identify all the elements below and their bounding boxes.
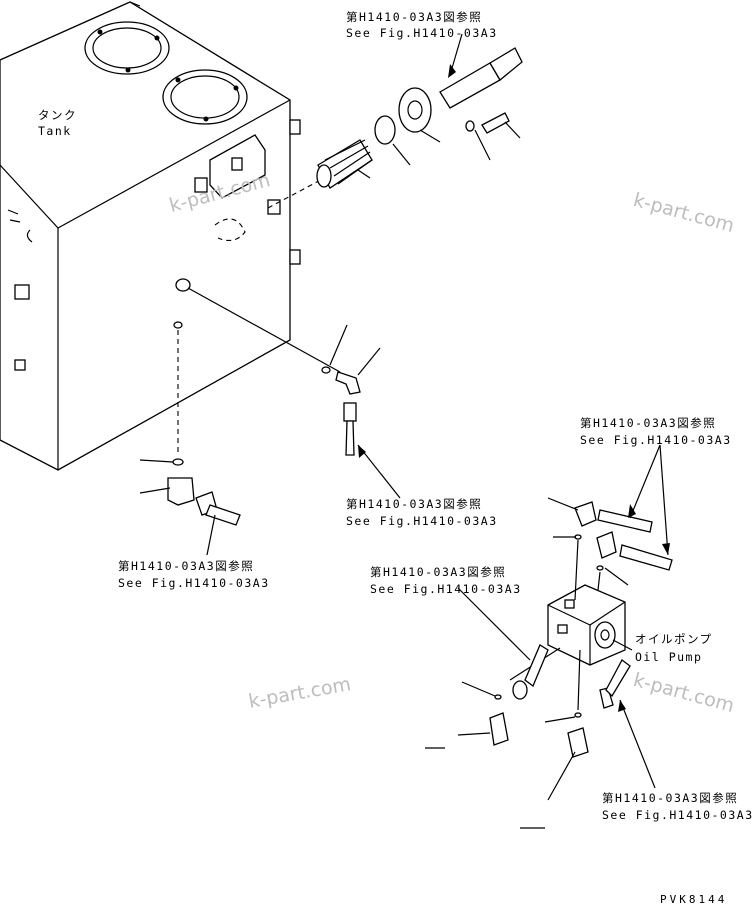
ref-label-jp-top: 第H1410-03A3図参照 <box>346 10 483 24</box>
ref-label-jp-right: 第H1410-03A3図参照 <box>580 416 717 430</box>
tank-top-flange-1 <box>84 21 170 75</box>
leader-lines <box>139 33 670 829</box>
drawing-code: PVK8144 <box>660 893 728 906</box>
ref-label-jp-bottom: 第H1410-03A3図参照 <box>602 791 739 805</box>
drain-fitting <box>167 321 241 526</box>
ref-label-en-right: See Fig.H1410-03A3 <box>580 433 732 447</box>
ref-label-jp-lower: 第H1410-03A3図参照 <box>370 565 507 579</box>
suction-elbow <box>187 287 361 456</box>
tank-top-flange-2 <box>162 69 248 125</box>
ref-label-en-bottom: See Fig.H1410-03A3 <box>602 808 754 822</box>
pump-label-en: Oil Pump <box>635 650 703 664</box>
tank <box>0 1 301 471</box>
ref-label-en-lower: See Fig.H1410-03A3 <box>370 582 522 596</box>
ref-label-en-top: See Fig.H1410-03A3 <box>346 26 498 40</box>
tank-label-jp: タンク <box>38 108 77 122</box>
ref-label-jp-left: 第H1410-03A3図参照 <box>118 559 255 573</box>
ref-label-en-left: See Fig.H1410-03A3 <box>118 576 270 590</box>
pump-label-jp: オイルポンプ <box>635 632 713 646</box>
ref-label-jp-center: 第H1410-03A3図参照 <box>346 497 483 511</box>
strainer-assembly <box>267 47 523 209</box>
ref-label-en-center: See Fig.H1410-03A3 <box>346 514 498 528</box>
oil-pump <box>489 501 673 758</box>
tank-label-en: Tank <box>38 124 72 138</box>
